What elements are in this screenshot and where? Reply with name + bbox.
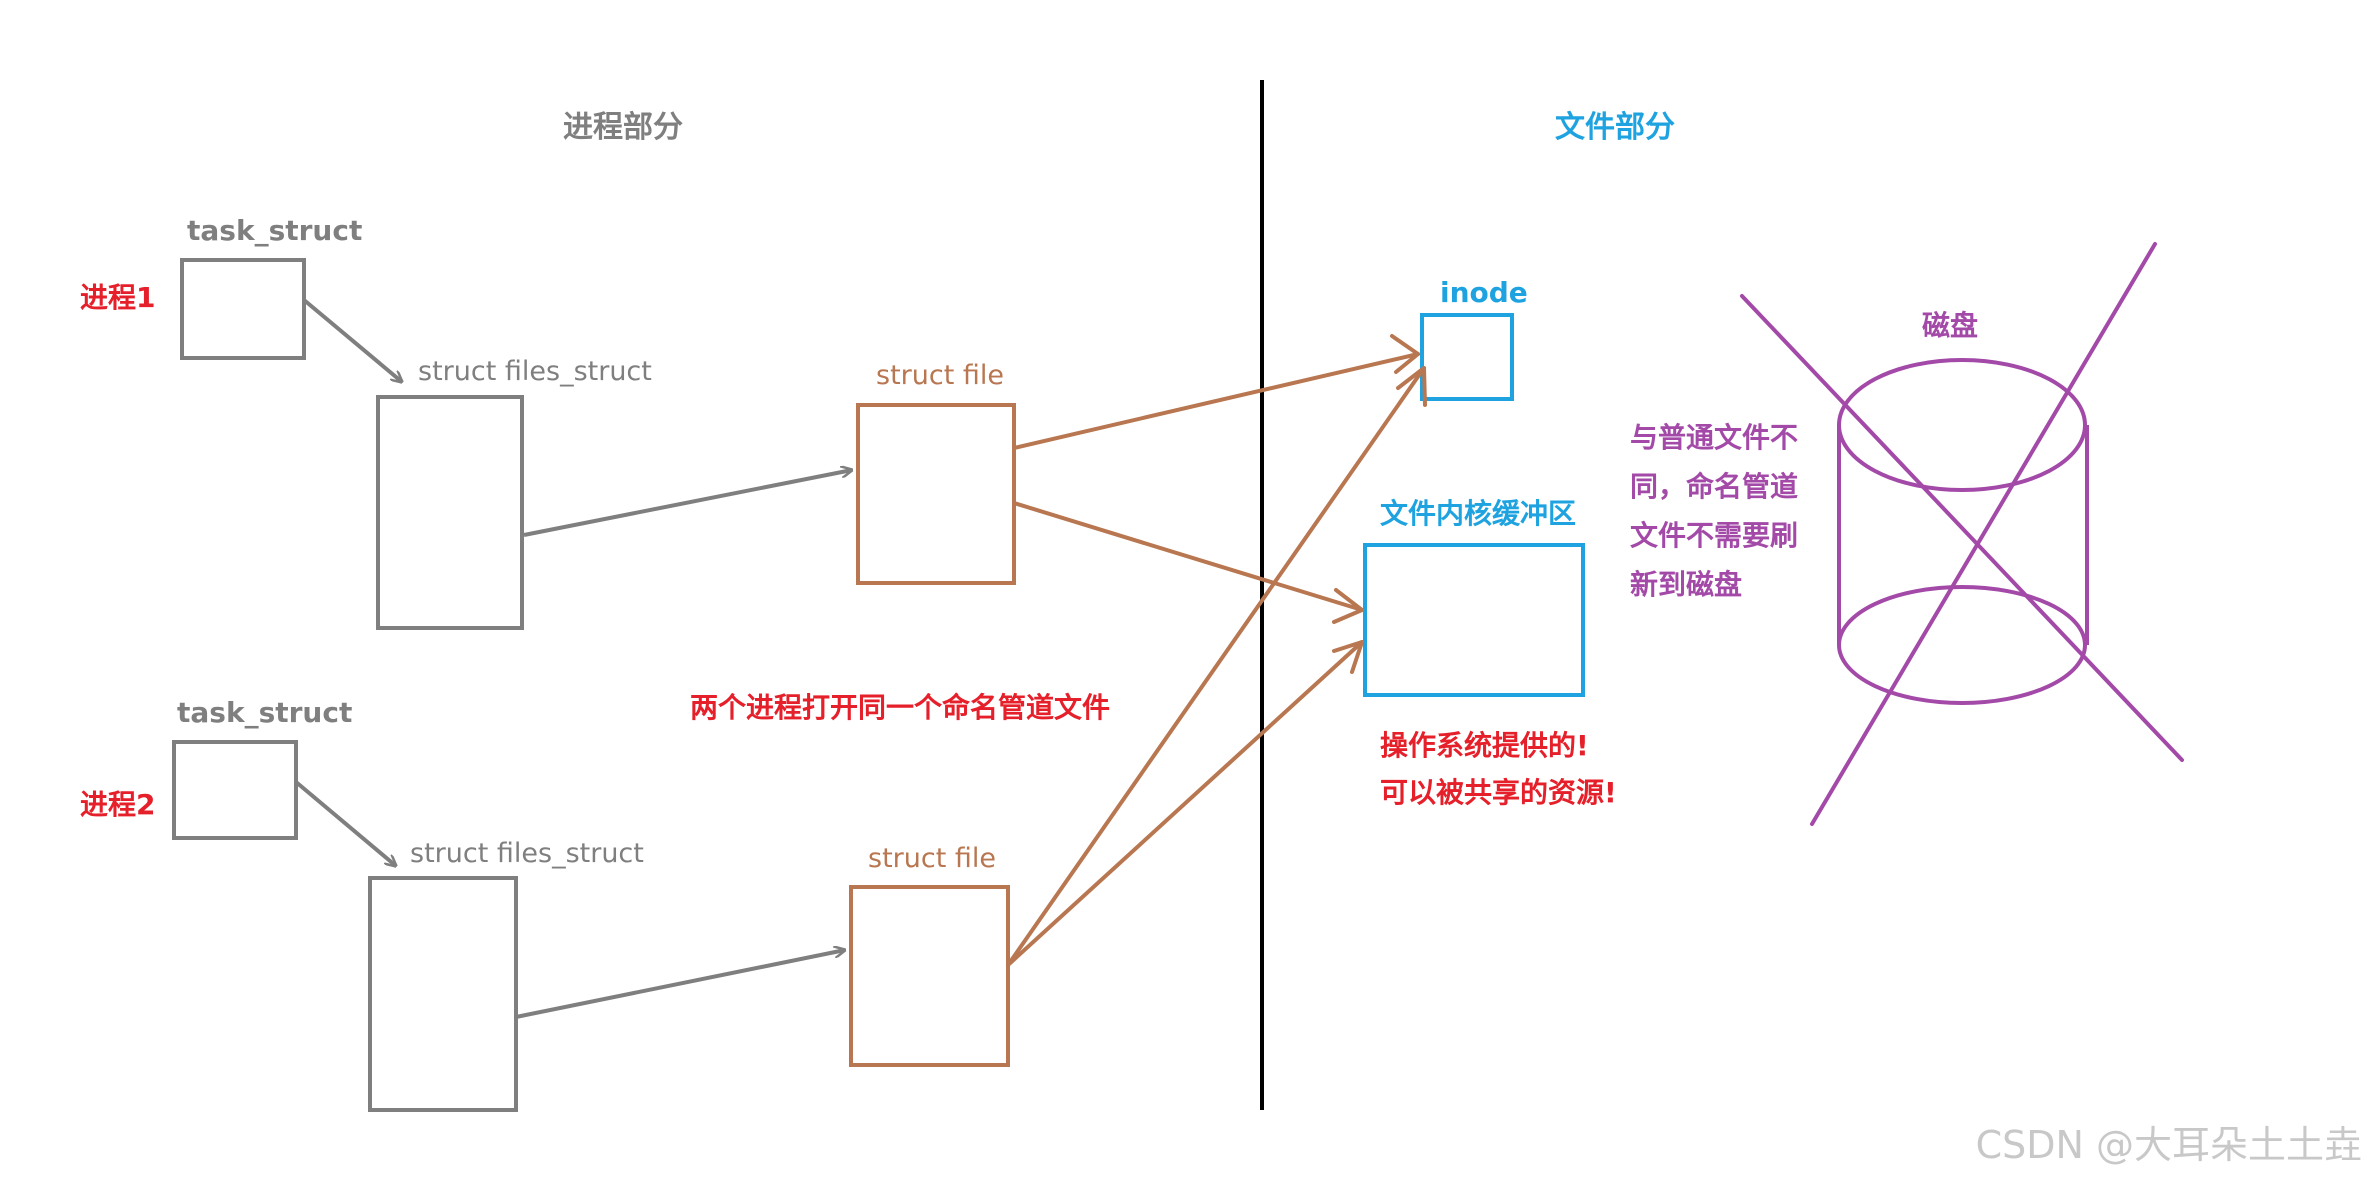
- heading-file-part: 文件部分: [1555, 110, 1675, 145]
- buffer-note-line1: 操作系统提供的!: [1380, 729, 1589, 762]
- p1-file-to-inode-arrowhead: [1390, 334, 1420, 374]
- inode-label: inode: [1440, 276, 1528, 309]
- process1-task-struct-label: task_struct: [187, 214, 362, 247]
- process1-files-to-file-arrow: [523, 470, 852, 537]
- buffer-box: [1363, 543, 1585, 697]
- process2-files-struct-label: struct files_struct: [410, 838, 644, 869]
- disk-title: 磁盘: [1922, 309, 1978, 342]
- disk-note-line1: 与普通文件不: [1630, 421, 1798, 454]
- p1-file-to-buffer-arrow: [1012, 501, 1364, 612]
- p2-file-to-inode-arrow: [1006, 366, 1426, 967]
- disk-note-line4: 新到磁盘: [1630, 568, 1742, 601]
- process1-files-struct-box: [376, 395, 524, 630]
- p2-file-to-buffer-arrowhead: [1332, 640, 1364, 674]
- disk-note-line2: 同，命名管道: [1630, 470, 1798, 503]
- process2-files-struct-box: [368, 876, 518, 1112]
- process2-label: 进程2: [80, 788, 155, 821]
- disk-note-line3: 文件不需要刷: [1630, 519, 1798, 552]
- process2-task-to-files-arrow: [294, 780, 396, 866]
- process2-task-struct-label: task_struct: [177, 696, 352, 729]
- p2-file-to-inode-arrowhead: [1396, 366, 1427, 407]
- heading-process-part: 进程部分: [563, 110, 683, 145]
- process1-task-struct-box: [180, 258, 306, 360]
- process2-file-label: struct file: [868, 843, 996, 874]
- process2-files-to-file-arrow: [515, 950, 845, 1019]
- disk-cylinder-icon: [1837, 358, 2089, 705]
- file-to-kernel-arrows: [1006, 334, 1427, 967]
- process1-file-box: [856, 403, 1016, 585]
- buffer-note-line2: 可以被共享的资源!: [1380, 776, 1617, 809]
- process1-task-to-files-arrow: [302, 298, 402, 382]
- center-note: 两个进程打开同一个命名管道文件: [690, 691, 1110, 724]
- process1-file-label: struct file: [876, 360, 1004, 391]
- p1-file-to-buffer-arrowhead: [1332, 588, 1364, 624]
- process1-label: 进程1: [80, 281, 155, 314]
- p1-file-to-inode-arrow: [1012, 352, 1420, 450]
- p2-file-to-buffer-arrow: [1006, 640, 1364, 967]
- watermark: CSDN @大耳朵土土垚: [1976, 1123, 2362, 1167]
- buffer-title: 文件内核缓冲区: [1380, 497, 1576, 530]
- process1-files-struct-label: struct files_struct: [418, 356, 652, 387]
- process2-task-struct-box: [172, 740, 298, 840]
- inode-box: [1420, 313, 1514, 401]
- disk-cross-out-icon: [1740, 242, 2184, 826]
- process2-file-box: [849, 885, 1010, 1067]
